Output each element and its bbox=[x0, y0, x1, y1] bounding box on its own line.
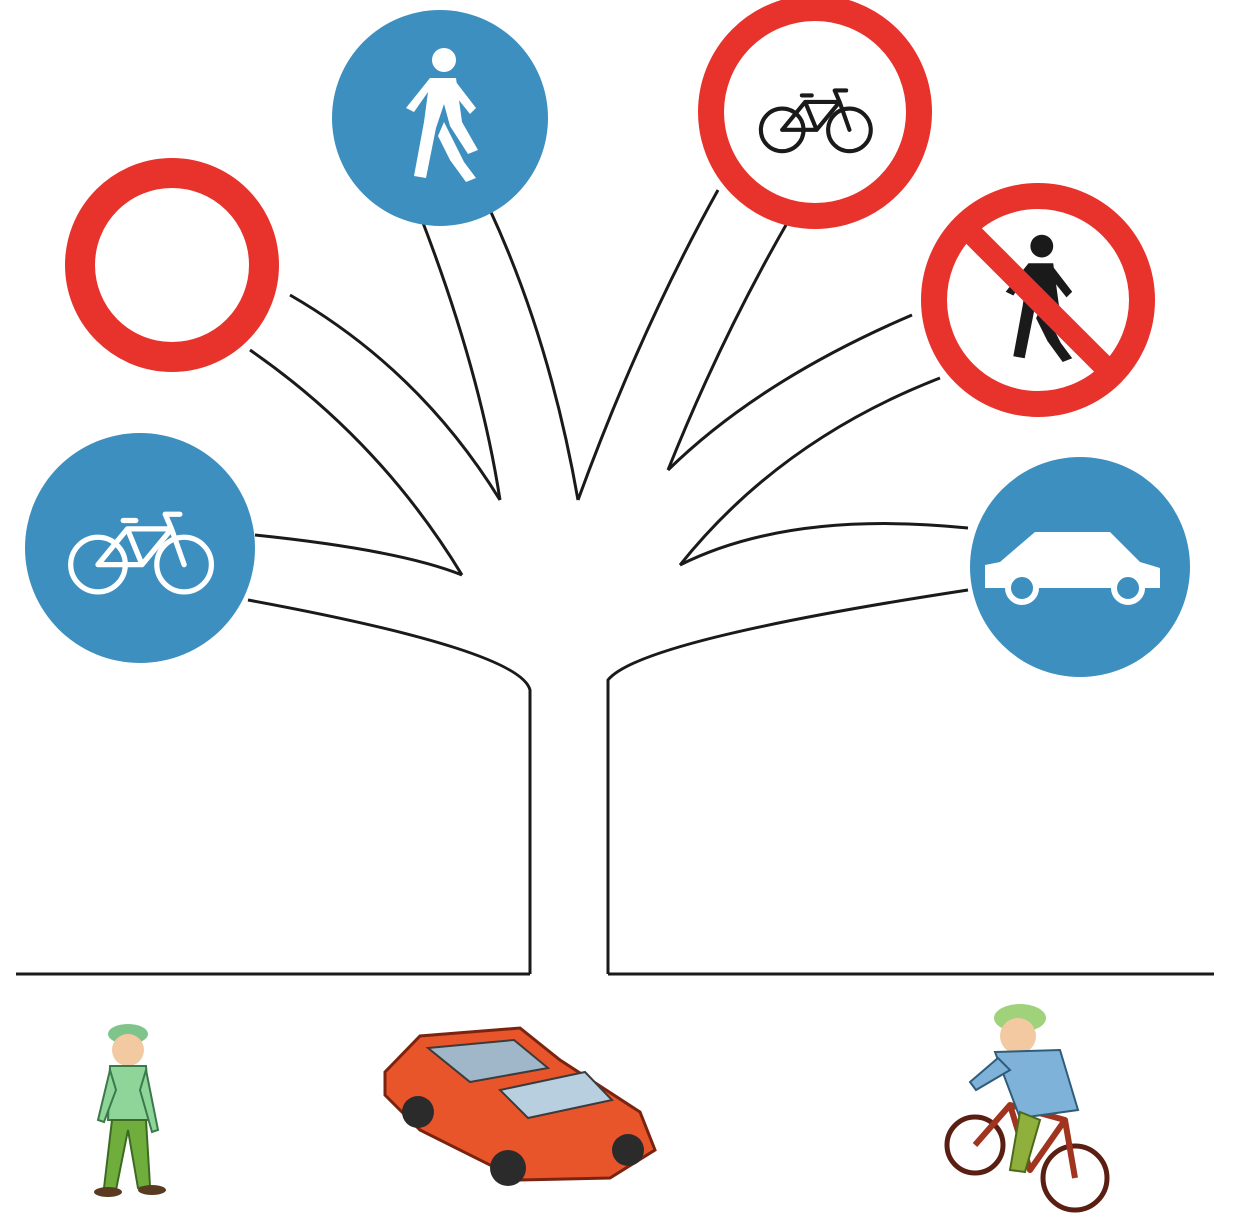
sign-bicycle-path bbox=[25, 433, 255, 663]
branch-no-bicycles-a bbox=[576, 189, 720, 501]
branch-no-vehicles-b bbox=[249, 348, 464, 576]
tree-branches bbox=[16, 189, 1214, 976]
branch-pedestrian-a bbox=[418, 214, 502, 501]
branch-no-pedestrians-a bbox=[666, 313, 913, 472]
branch-no-pedestrians-b bbox=[678, 376, 941, 566]
sign-cars-only bbox=[970, 457, 1190, 677]
trunk-left bbox=[247, 598, 532, 974]
sign-pedestrian-path bbox=[332, 10, 548, 226]
red-car-icon bbox=[383, 1026, 657, 1186]
branch-pedestrian-b bbox=[488, 209, 580, 501]
sign-no-bicycles bbox=[698, 0, 932, 229]
branch-bicycle-path bbox=[254, 533, 463, 577]
prohibition-slash bbox=[962, 224, 1114, 376]
sign-no-vehicles bbox=[65, 158, 279, 372]
branch-no-vehicles-a bbox=[289, 293, 502, 501]
boy-on-bicycle-icon bbox=[944, 1004, 1110, 1213]
branch-cars-only bbox=[679, 522, 969, 567]
trunk-right bbox=[606, 588, 969, 974]
boy-walking-icon bbox=[94, 1024, 166, 1197]
sign-no-pedestrians bbox=[921, 183, 1155, 417]
car-icon bbox=[985, 532, 1160, 605]
branch-no-bicycles-b bbox=[666, 224, 788, 471]
